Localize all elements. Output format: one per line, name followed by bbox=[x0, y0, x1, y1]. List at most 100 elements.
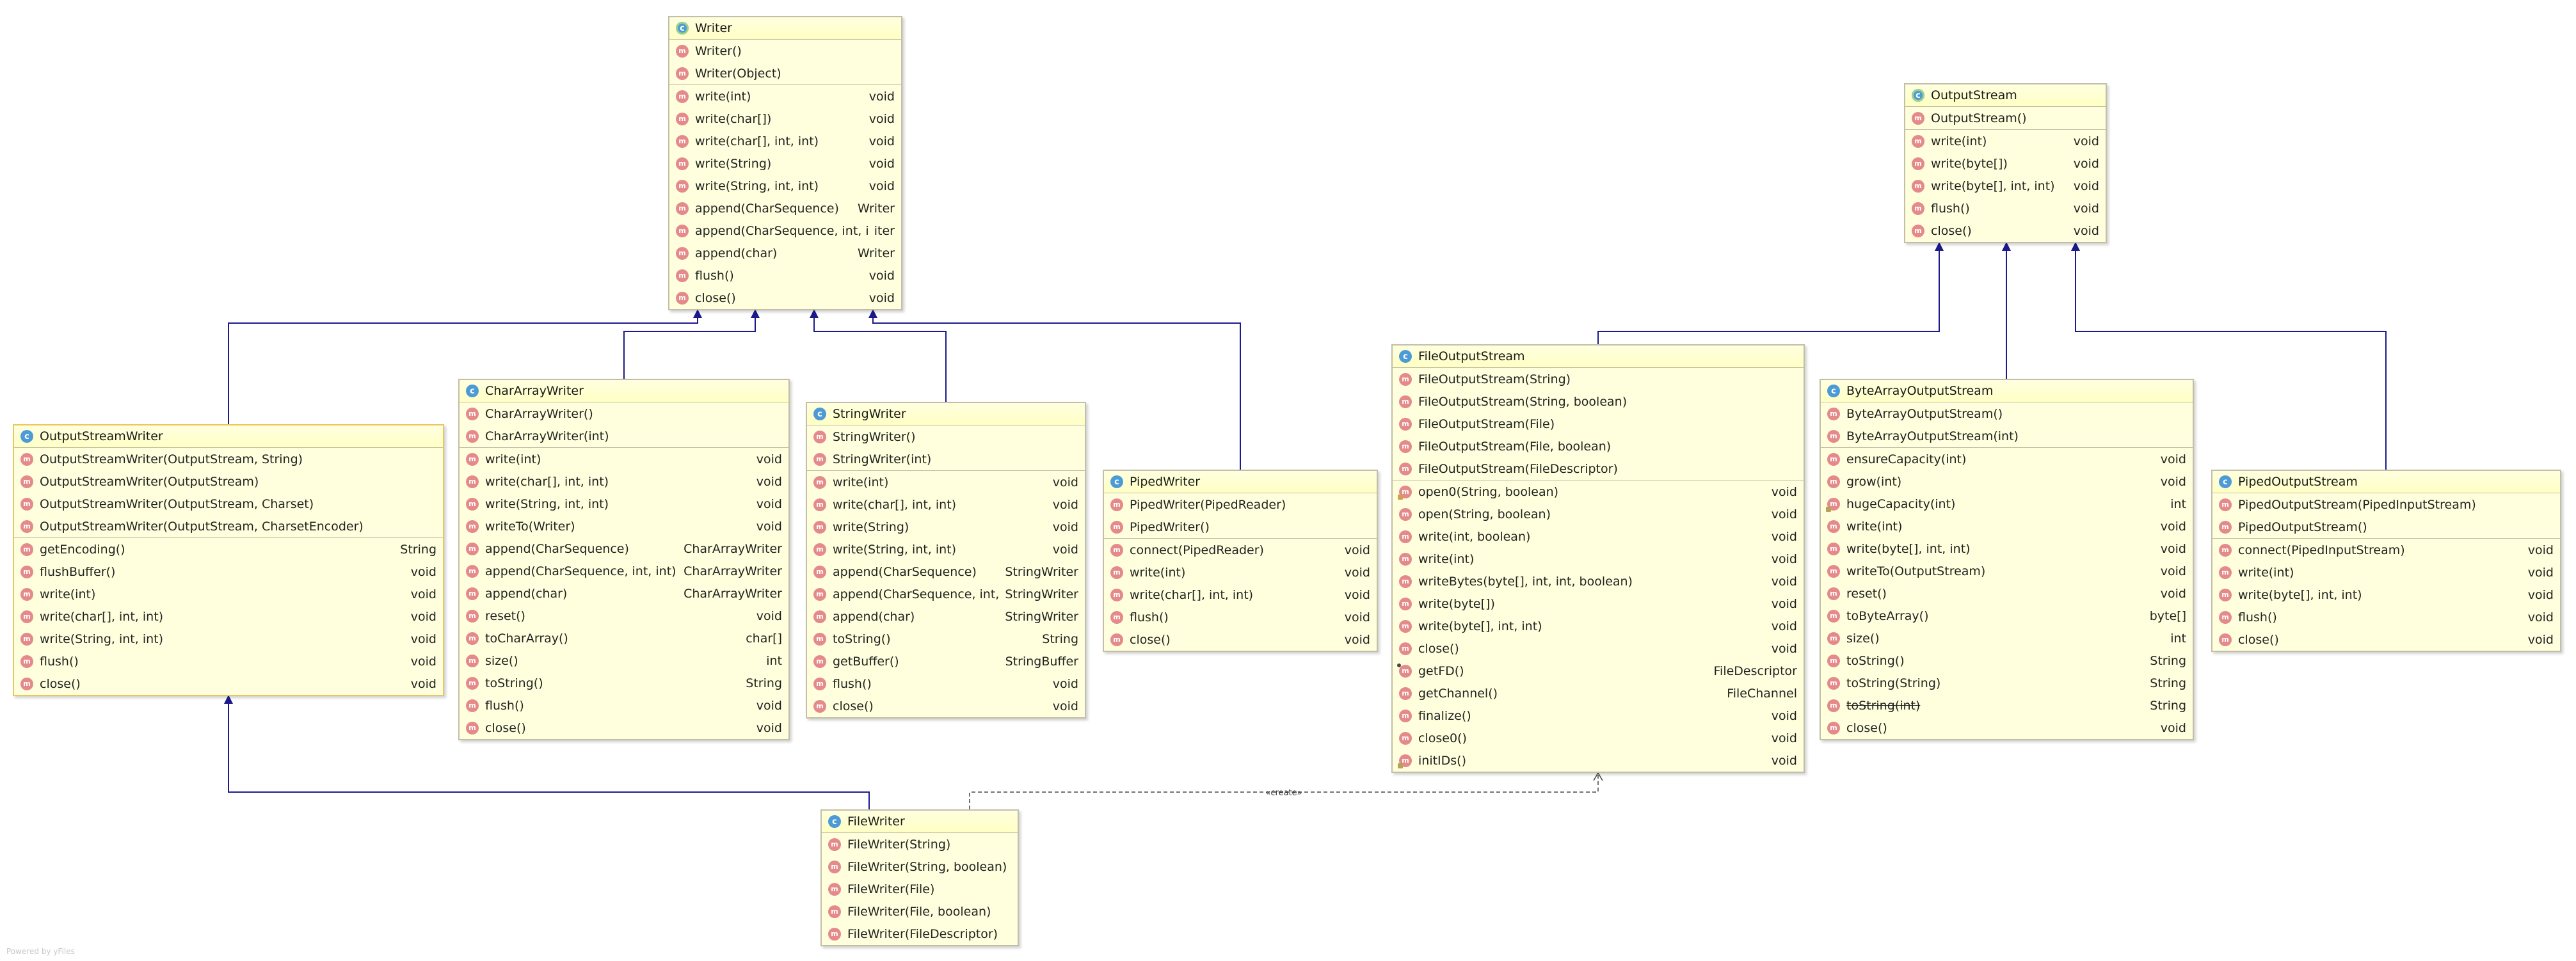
member-row[interactable]: mtoString()String bbox=[460, 672, 788, 694]
constructor-row[interactable]: mWriter() bbox=[669, 40, 901, 62]
member-row[interactable]: mclose()void bbox=[1821, 717, 2193, 739]
class-box-pos[interactable]: cPipedOutputStreammPipedOutputStream(Pip… bbox=[2211, 470, 2561, 652]
constructor-row[interactable]: mOutputStream() bbox=[1905, 107, 2106, 129]
class-header[interactable]: cFileWriter bbox=[822, 811, 1018, 832]
class-header[interactable]: cPipedOutputStream bbox=[2212, 471, 2560, 493]
member-row[interactable]: mappend(CharSequence, int, int)CharArray… bbox=[460, 560, 788, 582]
constructor-row[interactable]: mStringWriter(int) bbox=[807, 448, 1085, 470]
member-row[interactable]: mclose()void bbox=[1104, 628, 1377, 651]
constructor-row[interactable]: mPipedWriter(PipedReader) bbox=[1104, 493, 1377, 516]
constructor-row[interactable]: mByteArrayOutputStream() bbox=[1821, 402, 2193, 425]
constructor-row[interactable]: mOutputStreamWriter(OutputStream, String… bbox=[14, 448, 443, 470]
constructor-row[interactable]: mFileOutputStream(String, boolean) bbox=[1393, 390, 1804, 413]
member-row[interactable]: mwrite(int)void bbox=[1821, 515, 2193, 537]
member-row[interactable]: mreset()void bbox=[1821, 582, 2193, 605]
class-header[interactable]: cPipedWriter bbox=[1104, 471, 1377, 493]
member-row[interactable]: mappend(CharSequence, int, int)StringWri… bbox=[807, 583, 1085, 605]
member-row[interactable]: mwrite(byte[], int, int)void bbox=[2212, 584, 2560, 606]
member-row[interactable]: mwrite(String, int, int)void bbox=[460, 493, 788, 515]
member-row[interactable]: mwrite(String, int, int)void bbox=[669, 175, 901, 197]
class-box-baos[interactable]: cByteArrayOutputStreammByteArrayOutputSt… bbox=[1820, 379, 2194, 740]
member-row[interactable]: mtoString(int)String bbox=[1821, 694, 2193, 717]
constructor-row[interactable]: mFileWriter(String, boolean) bbox=[822, 855, 1018, 878]
constructor-row[interactable]: mOutputStreamWriter(OutputStream, Charse… bbox=[14, 515, 443, 537]
member-row[interactable]: mwrite(String, int, int)void bbox=[807, 538, 1085, 560]
class-header[interactable]: cOutputStream bbox=[1905, 84, 2106, 106]
member-row[interactable]: mopen(String, boolean)void bbox=[1393, 503, 1804, 525]
member-row[interactable]: mwrite(int)void bbox=[14, 583, 443, 605]
member-row[interactable]: mwrite(char[], int, int)void bbox=[14, 605, 443, 628]
member-row[interactable]: mwrite(char[])void bbox=[669, 107, 901, 130]
member-row[interactable]: mgetChannel()FileChannel bbox=[1393, 682, 1804, 704]
constructor-row[interactable]: mStringWriter() bbox=[807, 425, 1085, 448]
class-box-fw[interactable]: cFileWritermFileWriter(String)mFileWrite… bbox=[820, 809, 1019, 946]
constructor-row[interactable]: mWriter(Object) bbox=[669, 62, 901, 84]
class-box-writer[interactable]: cWritermWriter()mWriter(Object)mwrite(in… bbox=[668, 16, 902, 310]
member-row[interactable]: mwrite(char[], int, int)void bbox=[669, 130, 901, 152]
member-row[interactable]: mwrite(byte[], int, int)void bbox=[1905, 175, 2106, 197]
member-row[interactable]: mclose()void bbox=[2212, 628, 2560, 651]
member-row[interactable]: mflush()void bbox=[1905, 197, 2106, 219]
member-row[interactable]: mconnect(PipedInputStream)void bbox=[2212, 539, 2560, 561]
member-row[interactable]: mconnect(PipedReader)void bbox=[1104, 539, 1377, 561]
member-row[interactable]: mtoByteArray()byte[] bbox=[1821, 605, 2193, 627]
member-row[interactable]: mflush()void bbox=[1104, 606, 1377, 628]
member-row[interactable]: mappend(CharSequence, int, int)iter bbox=[669, 219, 901, 242]
member-row[interactable]: mwriteTo(OutputStream)void bbox=[1821, 560, 2193, 582]
member-row[interactable]: mwrite(int)void bbox=[1104, 561, 1377, 584]
member-row[interactable]: mclose0()void bbox=[1393, 727, 1804, 749]
member-row[interactable]: mensureCapacity(int)void bbox=[1821, 448, 2193, 470]
member-row[interactable]: mfinalize()void bbox=[1393, 704, 1804, 727]
member-row[interactable]: mappend(char)StringWriter bbox=[807, 605, 1085, 628]
constructor-row[interactable]: mFileWriter(FileDescriptor) bbox=[822, 923, 1018, 945]
constructor-row[interactable]: mFileOutputStream(File) bbox=[1393, 413, 1804, 435]
member-row[interactable]: mwrite(byte[], int, int)void bbox=[1821, 537, 2193, 560]
member-row[interactable]: mappend(CharSequence)CharArrayWriter bbox=[460, 537, 788, 560]
member-row[interactable]: mwrite(char[], int, int)void bbox=[1104, 584, 1377, 606]
member-row[interactable]: msize()int bbox=[1821, 627, 2193, 649]
class-box-pw[interactable]: cPipedWritermPipedWriter(PipedReader)mPi… bbox=[1103, 470, 1378, 652]
constructor-row[interactable]: mOutputStreamWriter(OutputStream, Charse… bbox=[14, 493, 443, 515]
member-row[interactable]: mwrite(char[], int, int)void bbox=[807, 493, 1085, 516]
constructor-row[interactable]: mByteArrayOutputStream(int) bbox=[1821, 425, 2193, 447]
member-row[interactable]: mappend(char)Writer bbox=[669, 242, 901, 264]
class-box-fos[interactable]: cFileOutputStreammFileOutputStream(Strin… bbox=[1391, 344, 1805, 773]
member-row[interactable]: mtoCharArray()char[] bbox=[460, 627, 788, 649]
member-row[interactable]: minitIDs()void bbox=[1393, 749, 1804, 772]
constructor-row[interactable]: mFileWriter(File) bbox=[822, 878, 1018, 900]
member-row[interactable]: mtoString(String)String bbox=[1821, 672, 2193, 694]
member-row[interactable]: msize()int bbox=[460, 649, 788, 672]
member-row[interactable]: mclose()void bbox=[14, 672, 443, 695]
constructor-row[interactable]: mFileOutputStream(File, boolean) bbox=[1393, 435, 1804, 457]
member-row[interactable]: mwrite(byte[])void bbox=[1393, 592, 1804, 615]
member-row[interactable]: mwrite(String, int, int)void bbox=[14, 628, 443, 650]
member-row[interactable]: mwrite(String)void bbox=[669, 152, 901, 175]
member-row[interactable]: mclose()void bbox=[669, 287, 901, 309]
member-row[interactable]: mwrite(int)void bbox=[1905, 130, 2106, 152]
member-row[interactable]: mwrite(char[], int, int)void bbox=[460, 470, 788, 493]
class-header[interactable]: cCharArrayWriter bbox=[460, 380, 788, 402]
member-row[interactable]: mgetEncoding()String bbox=[14, 538, 443, 560]
member-row[interactable]: mwrite(int)void bbox=[669, 85, 901, 107]
constructor-row[interactable]: mPipedOutputStream(PipedInputStream) bbox=[2212, 493, 2560, 516]
member-row[interactable]: mgrow(int)void bbox=[1821, 470, 2193, 493]
class-header[interactable]: cWriter bbox=[669, 17, 901, 39]
class-box-osw[interactable]: cOutputStreamWritermOutputStreamWriter(O… bbox=[13, 424, 444, 696]
member-row[interactable]: mwrite(String)void bbox=[807, 516, 1085, 538]
constructor-row[interactable]: mPipedWriter() bbox=[1104, 516, 1377, 538]
class-header[interactable]: cFileOutputStream bbox=[1393, 345, 1804, 367]
constructor-row[interactable]: mFileOutputStream(String) bbox=[1393, 368, 1804, 390]
member-row[interactable]: mwrite(byte[], int, int)void bbox=[1393, 615, 1804, 637]
member-row[interactable]: mclose()void bbox=[807, 695, 1085, 717]
class-header[interactable]: cStringWriter bbox=[807, 403, 1085, 425]
member-row[interactable]: mgetFD()FileDescriptor bbox=[1393, 660, 1804, 682]
member-row[interactable]: mwrite(int, boolean)void bbox=[1393, 525, 1804, 548]
member-row[interactable]: mclose()void bbox=[460, 717, 788, 739]
constructor-row[interactable]: mCharArrayWriter() bbox=[460, 402, 788, 425]
member-row[interactable]: mclose()void bbox=[1905, 219, 2106, 242]
class-box-caw[interactable]: cCharArrayWritermCharArrayWriter()mCharA… bbox=[458, 379, 790, 740]
member-row[interactable]: mwrite(int)void bbox=[460, 448, 788, 470]
member-row[interactable]: mhugeCapacity(int)int bbox=[1821, 493, 2193, 515]
member-row[interactable]: mflush()void bbox=[2212, 606, 2560, 628]
member-row[interactable]: mgetBuffer()StringBuffer bbox=[807, 650, 1085, 672]
